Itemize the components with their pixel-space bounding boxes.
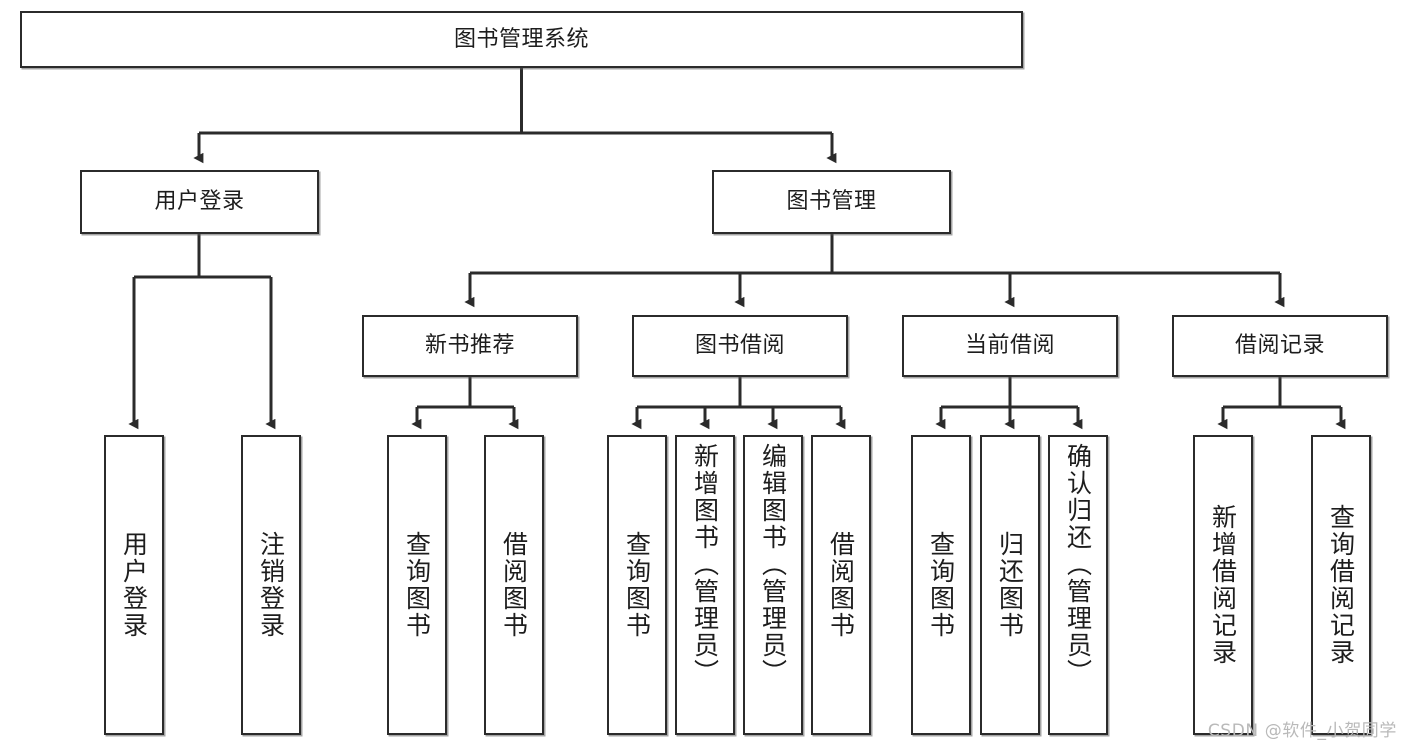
- node-label: 用户登录: [154, 189, 245, 215]
- node-root[interactable]: 图书管理系统: [20, 11, 1023, 68]
- node-label: 借阅图书: [826, 531, 856, 639]
- node-book-manage[interactable]: 图书管理: [712, 170, 951, 234]
- leaf-return-book[interactable]: 归还图书: [980, 435, 1040, 735]
- node-label: 查询图书: [402, 531, 432, 639]
- node-label: 图书借阅: [694, 333, 785, 359]
- node-user-login[interactable]: 用户登录: [80, 170, 319, 234]
- node-label: 查询借阅记录: [1326, 504, 1356, 666]
- node-label: 用户登录: [119, 531, 149, 639]
- leaf-query-book-2[interactable]: 查询图书: [607, 435, 667, 735]
- leaf-borrow-book-1[interactable]: 借阅图书: [484, 435, 544, 735]
- node-current-borrow[interactable]: 当前借阅: [902, 315, 1118, 377]
- leaf-borrow-book-2[interactable]: 借阅图书: [811, 435, 871, 735]
- node-label: 编辑图书（管理员）: [758, 443, 788, 686]
- node-label: 注销登录: [256, 531, 286, 639]
- leaf-edit-book[interactable]: 编辑图书（管理员）: [743, 435, 803, 735]
- leaf-confirm-return[interactable]: 确认归还（管理员）: [1048, 435, 1108, 735]
- leaf-add-book[interactable]: 新增图书（管理员）: [675, 435, 735, 735]
- node-label: 图书管理: [786, 189, 877, 215]
- node-label: 查询图书: [622, 531, 652, 639]
- leaf-add-record[interactable]: 新增借阅记录: [1193, 435, 1253, 735]
- node-book-borrow[interactable]: 图书借阅: [632, 315, 848, 377]
- node-borrow-record[interactable]: 借阅记录: [1172, 315, 1388, 377]
- node-label: 新增图书（管理员）: [690, 443, 720, 686]
- node-label: 当前借阅: [964, 333, 1055, 359]
- node-new-book-rec[interactable]: 新书推荐: [362, 315, 578, 377]
- node-label: 新增借阅记录: [1208, 504, 1238, 666]
- node-label: 借阅记录: [1234, 333, 1325, 359]
- node-label: 确认归还（管理员）: [1063, 443, 1093, 686]
- node-label: 新书推荐: [424, 333, 515, 359]
- node-label: 借阅图书: [499, 531, 529, 639]
- leaf-user-login[interactable]: 用户登录: [104, 435, 164, 735]
- csdn-watermark: CSDN @软件_小贺同学: [1207, 721, 1397, 741]
- node-label: 归还图书: [995, 531, 1025, 639]
- leaf-query-record[interactable]: 查询借阅记录: [1311, 435, 1371, 735]
- node-label: 查询图书: [926, 531, 956, 639]
- leaf-logout[interactable]: 注销登录: [241, 435, 301, 735]
- leaf-query-book-3[interactable]: 查询图书: [911, 435, 971, 735]
- node-label: 图书管理系统: [453, 26, 589, 52]
- leaf-query-book-1[interactable]: 查询图书: [387, 435, 447, 735]
